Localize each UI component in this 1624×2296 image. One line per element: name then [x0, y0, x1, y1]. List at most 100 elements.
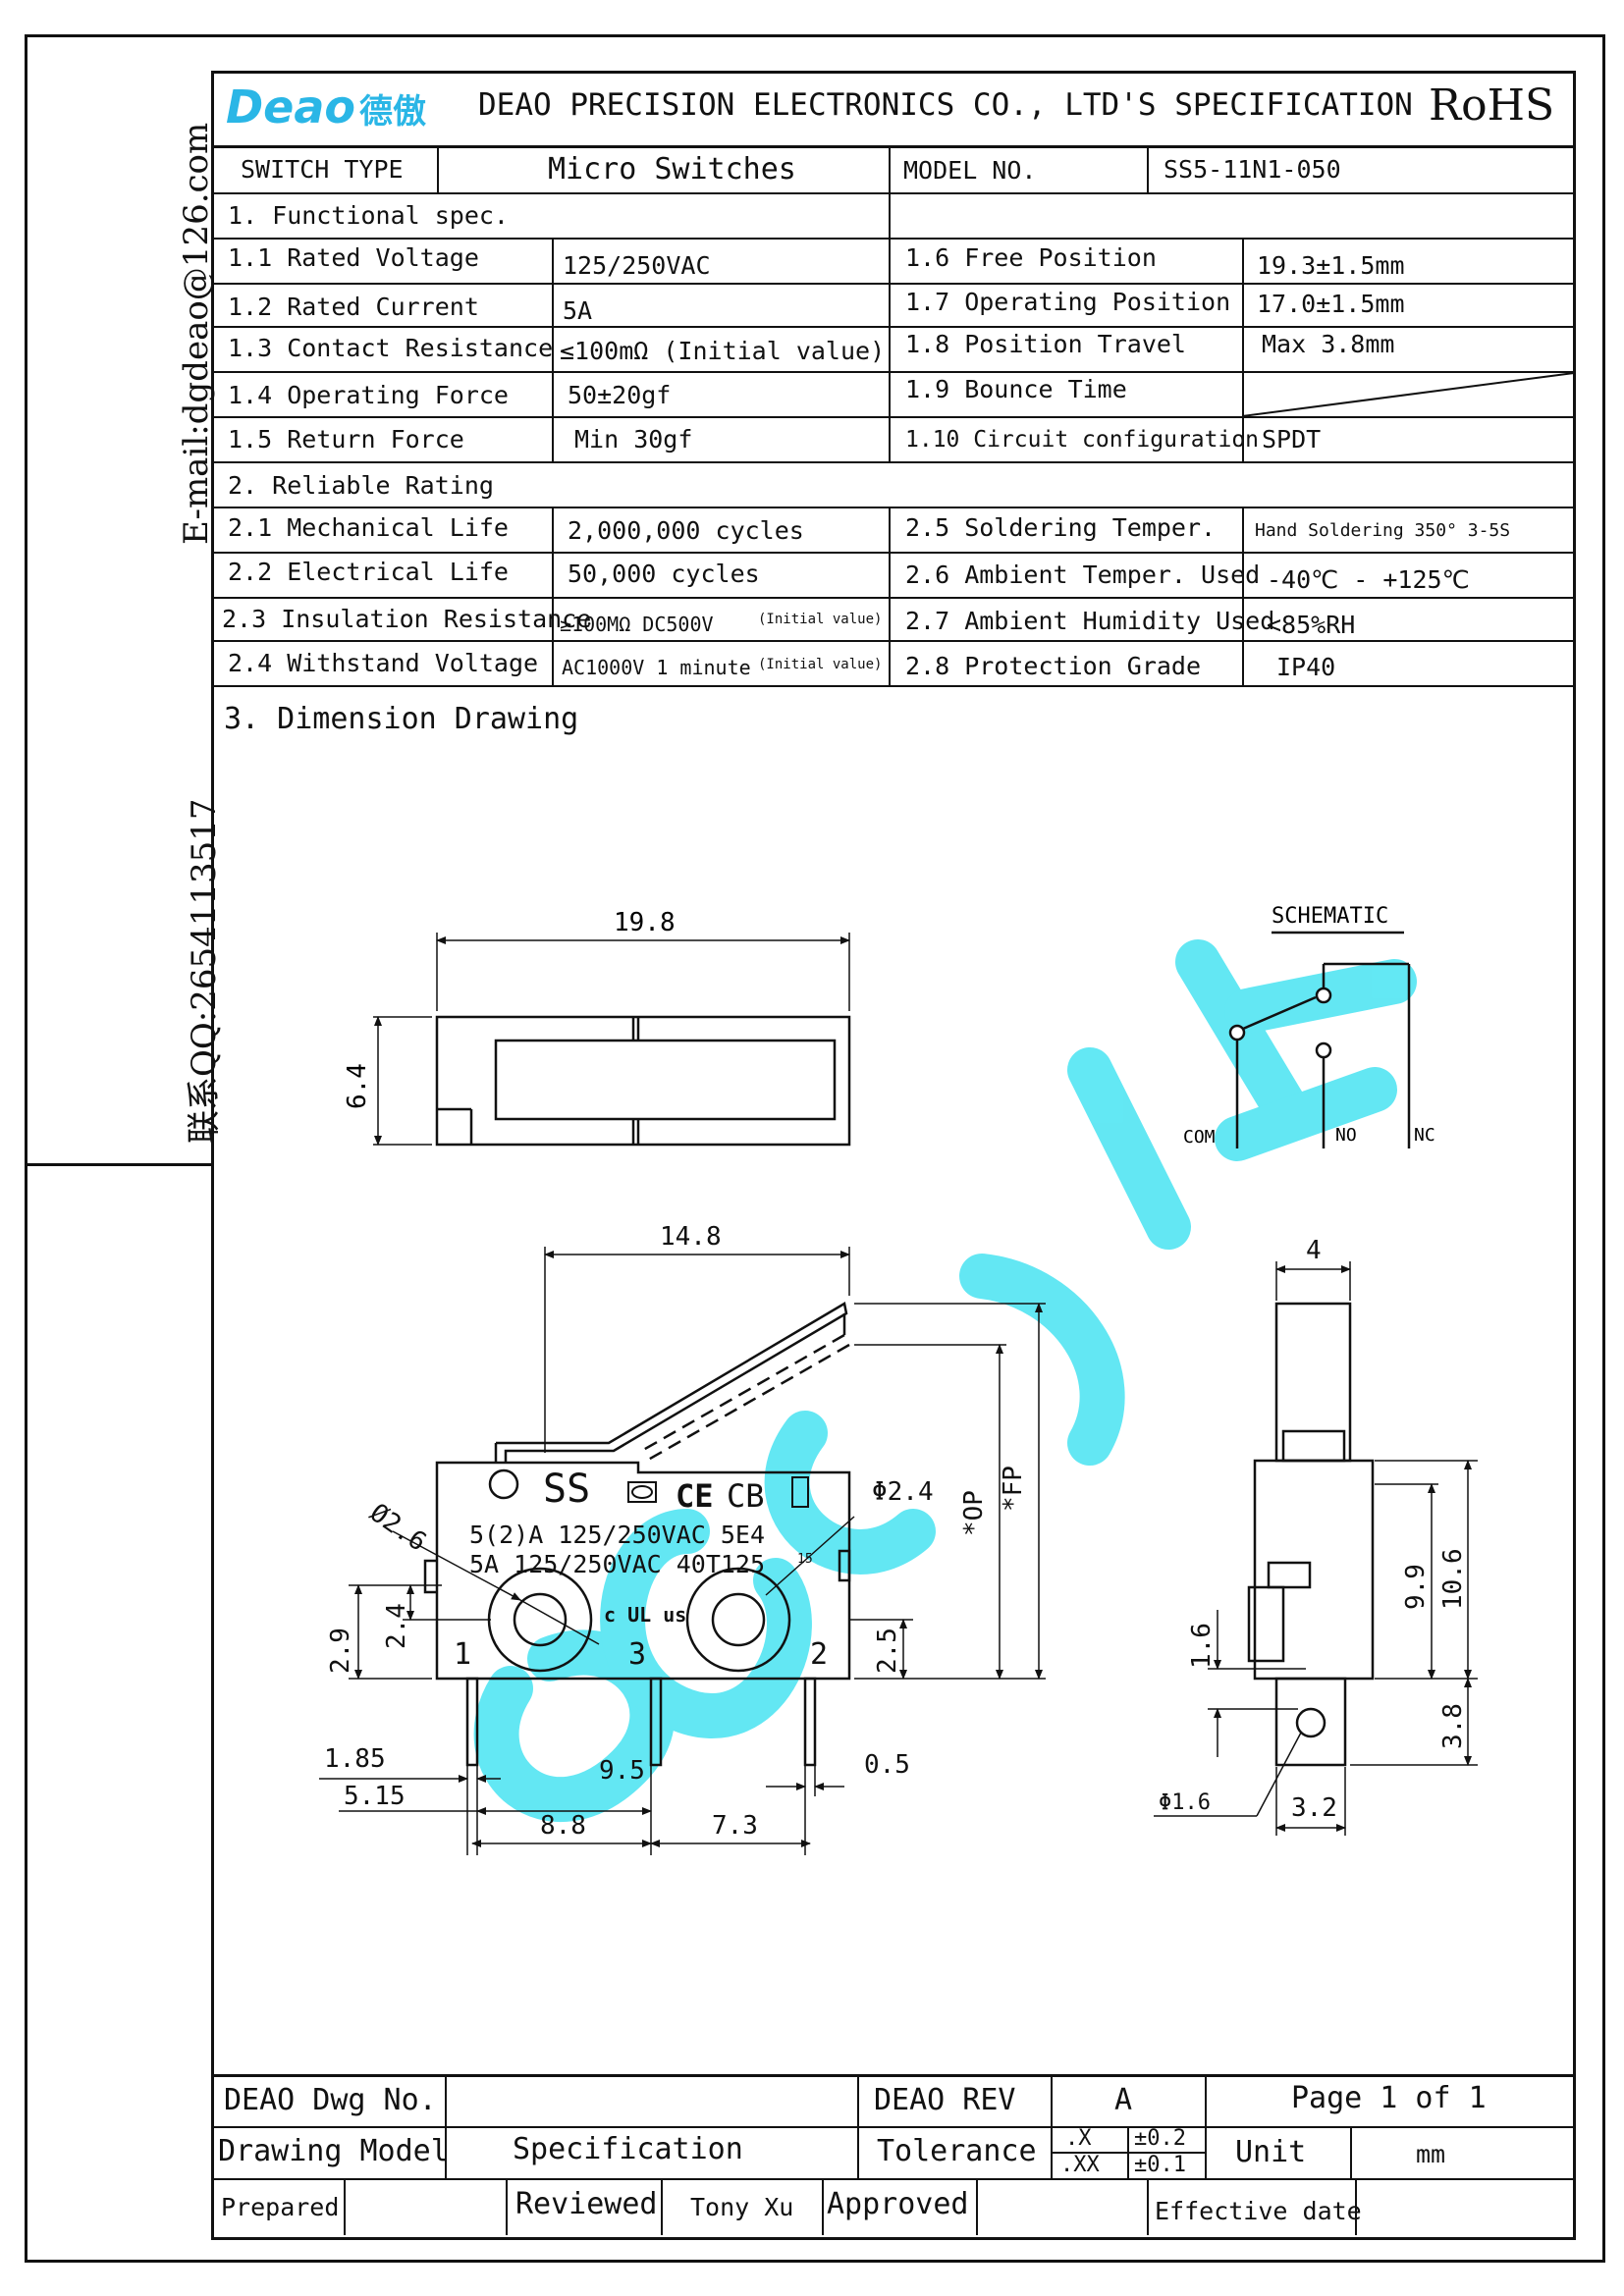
marking-line2: 5A 125/250VAC 40T125 — [469, 1550, 765, 1578]
spec-value: 19.3±1.5mm — [1257, 251, 1405, 280]
spec-value: Max 3.8mm — [1262, 330, 1395, 358]
rule — [506, 2178, 508, 2235]
side-divider — [25, 1163, 213, 1166]
spec-label: 1.8 Position Travel — [905, 330, 1186, 358]
dim-front-width: 14.8 — [660, 1222, 722, 1252]
dim-fp: *FP — [999, 1466, 1028, 1512]
schematic-com: COM — [1183, 1127, 1216, 1148]
spec-value: <85%RH — [1267, 611, 1356, 639]
schematic-title: SCHEMATIC — [1272, 904, 1388, 929]
spec-label: 2.3 Insulation Resistance — [222, 605, 592, 633]
rule — [213, 552, 1574, 554]
marking-ul: c UL us — [604, 1603, 686, 1627]
switch-type-label: SWITCH TYPE — [241, 155, 404, 184]
schematic-no: NO — [1335, 1125, 1357, 1146]
dim-0-5: 0.5 — [864, 1750, 910, 1780]
logo-text: Deao — [226, 80, 356, 133]
rule — [889, 507, 891, 685]
section-functional: 1. Functional spec. — [228, 201, 509, 230]
dim-9-5: 9.5 — [599, 1756, 645, 1786]
logo-cn: 德傲 — [359, 92, 427, 132]
spec-label: 2.5 Soldering Temper. — [905, 513, 1217, 542]
rule — [976, 2178, 978, 2235]
model-label: MODEL NO. — [903, 156, 1037, 185]
dim-5-15: 5.15 — [344, 1782, 406, 1811]
empty-cell-slash — [1242, 372, 1575, 416]
rule — [1350, 2126, 1352, 2178]
rule — [445, 2074, 447, 2126]
rule — [552, 238, 554, 461]
dim-2-4: 2.4 — [382, 1603, 411, 1649]
dim-3-2: 3.2 — [1291, 1793, 1337, 1823]
marking-cb: CB — [727, 1477, 765, 1515]
front-view — [423, 1302, 851, 1767]
reviewed-label: Reviewed — [515, 2187, 658, 2221]
spec-label: 1.2 Rated Current — [228, 293, 479, 321]
rule — [213, 326, 1574, 328]
pin-1-label: 1 — [454, 1637, 471, 1672]
spec-label: 1.1 Rated Voltage — [228, 243, 479, 272]
spec-value: Hand Soldering 350° 3-5S — [1255, 520, 1511, 541]
marking-line1: 5(2)A 125/250VAC 5E4 — [469, 1521, 765, 1549]
model-value: SS5-11N1-050 — [1164, 155, 1341, 184]
rohs-label: RoHS — [1429, 80, 1555, 131]
rule — [213, 283, 1574, 285]
schematic-nc: NC — [1414, 1125, 1435, 1146]
spec-value-note: (Initial value) — [758, 657, 883, 672]
dim-2-9: 2.9 — [326, 1628, 355, 1674]
company-name: DEAO PRECISION ELECTRONICS CO., LTD'S SP… — [478, 87, 1413, 123]
rule — [1205, 2074, 1207, 2178]
watermark-logo — [473, 939, 1417, 1822]
dwg-no-label: DEAO Dwg No. — [224, 2083, 437, 2117]
unit-label: Unit — [1235, 2135, 1307, 2169]
spec-value: ≥100MΩ DC500V — [560, 613, 714, 636]
rule — [1147, 2178, 1149, 2235]
section-reliable: 2. Reliable Rating — [228, 471, 494, 500]
inner-border — [211, 71, 1576, 2240]
dim-1-85: 1.85 — [324, 1744, 386, 1774]
spec-label: 2.1 Mechanical Life — [228, 513, 509, 542]
rule — [1051, 2074, 1053, 2178]
spec-value: 50,000 cycles — [568, 560, 760, 588]
dim-top-width: 19.8 — [614, 908, 676, 937]
dim-10-6: 10.6 — [1438, 1548, 1468, 1610]
tol-xx: .XX — [1060, 2153, 1100, 2177]
tol-x: .X — [1065, 2126, 1092, 2151]
schematic — [1228, 931, 1411, 1148]
spec-value: -40℃ - +125℃ — [1267, 565, 1470, 594]
dim-op: *OP — [959, 1490, 989, 1536]
rule — [889, 238, 891, 461]
rule — [213, 416, 1574, 418]
rule — [1242, 238, 1244, 461]
rule — [857, 2074, 859, 2178]
spec-value: IP40 — [1276, 653, 1336, 681]
dim-7-3: 7.3 — [712, 1811, 758, 1841]
rule — [1242, 507, 1244, 685]
rule — [213, 685, 1574, 687]
rule — [1147, 145, 1149, 192]
rule — [213, 2178, 1574, 2180]
top-view — [435, 1015, 851, 1147]
reviewer-name: Tony Xu — [690, 2193, 794, 2221]
spec-label: 2.6 Ambient Temper. Used — [905, 561, 1261, 589]
pin-2-label: 2 — [810, 1637, 828, 1672]
rule — [889, 192, 891, 238]
front-markings: SS CE CB 5(2)A 125/250VAC 5E4 5A 125/250… — [454, 1467, 828, 1672]
switch-type-value: Micro Switches — [548, 152, 796, 187]
rule — [552, 507, 554, 685]
rule — [213, 238, 1574, 240]
rule — [213, 371, 1574, 373]
spec-label: 2.8 Protection Grade — [905, 652, 1202, 680]
dim-top-height: 6.4 — [343, 1063, 372, 1109]
tolerance-label: Tolerance — [877, 2134, 1037, 2168]
pin-3-label: 3 — [628, 1637, 646, 1672]
dim-3-8: 3.8 — [1438, 1703, 1468, 1749]
page-indicator: Page 1 of 1 — [1291, 2081, 1487, 2115]
side-view — [1247, 1302, 1375, 1767]
outer-border — [25, 34, 1605, 2263]
rule — [1051, 2152, 1205, 2154]
dim-8-8: 8.8 — [540, 1811, 586, 1841]
rule — [213, 2074, 1574, 2077]
spec-label: 1.4 Operating Force — [228, 381, 509, 409]
